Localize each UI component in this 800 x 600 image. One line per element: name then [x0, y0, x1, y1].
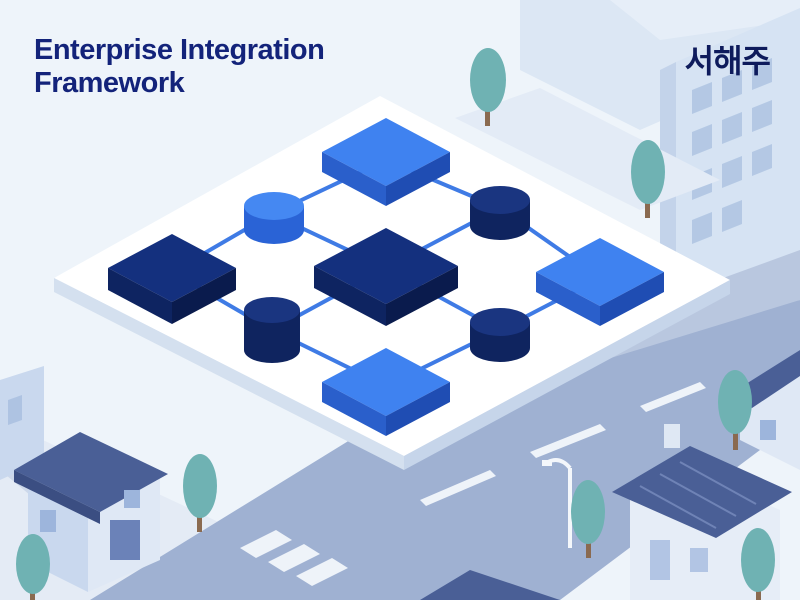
- tree-bottom-right: [571, 480, 605, 558]
- tree-bottom-right-corner: [741, 528, 775, 600]
- cube-bottom: [322, 348, 450, 436]
- building-top-right: [520, 0, 800, 130]
- tree-bottom-far-left: [16, 534, 50, 600]
- brand-wordmark: 서해주: [684, 42, 771, 80]
- page-title: Enterprise Integration Framework: [34, 34, 325, 100]
- house-bottom-left: [14, 432, 168, 592]
- building-right: [660, 8, 800, 300]
- cube-right: [536, 238, 664, 326]
- cylinder-bottom-right: [470, 308, 530, 362]
- street-lamp: [542, 458, 572, 548]
- cube-center: [314, 228, 458, 326]
- cylinder-bottom-left: [244, 297, 300, 363]
- cylinder-top-left: [244, 192, 304, 244]
- tree-right-middle: [718, 370, 752, 450]
- house-bottom-center: [420, 570, 560, 600]
- building-left-edge: [0, 366, 44, 480]
- tree-top: [470, 48, 506, 126]
- title-line-2: Framework: [34, 67, 185, 99]
- tree-right-upper: [631, 140, 665, 218]
- tree-bottom-left: [183, 454, 217, 532]
- cube-top: [322, 118, 450, 206]
- title-line-1: Enterprise Integration: [34, 34, 325, 66]
- cube-left: [108, 234, 236, 324]
- cylinder-top-right: [470, 186, 530, 240]
